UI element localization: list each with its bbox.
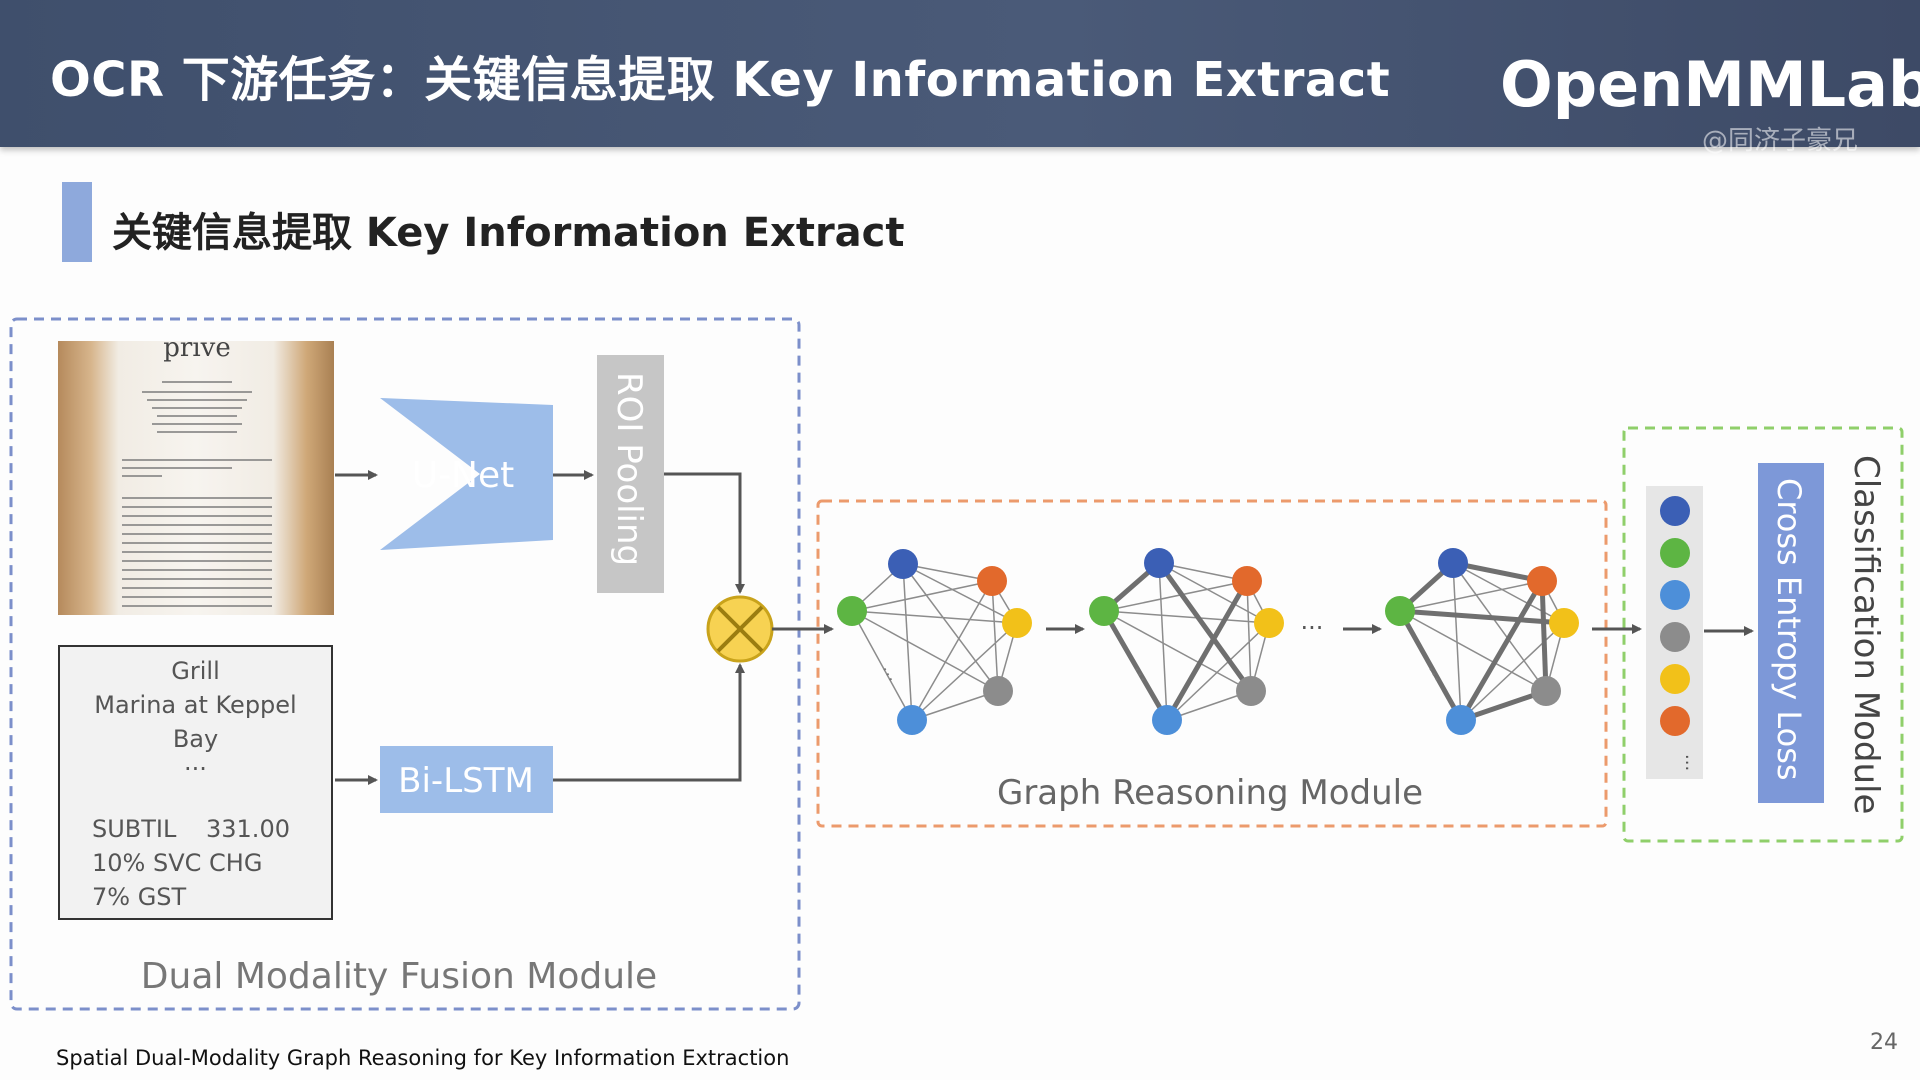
bilstm-block [380,746,553,813]
receipt-brand: prive [163,341,231,363]
receipt-text-line [152,407,242,409]
receipt-text-line [152,423,242,425]
svg-text:···: ··· [874,662,901,687]
receipt-text-line [122,467,232,469]
ocr-svc-line: 10% SVC CHG [92,849,263,877]
unet-label: U-Net [412,455,515,496]
ocr-subtil-label: SUBTIL [92,815,177,843]
receipt-text-line [122,542,272,544]
receipt-text-line [122,587,272,589]
dual-modality-module-label: Dual Modality Fusion Module [141,956,657,997]
ocr-gst-line: 7% GST [92,883,187,911]
receipt-text-line [122,475,162,477]
receipt-text-line [122,506,272,508]
receipt-text-line [122,533,272,535]
receipt-text-line [122,524,272,526]
receipt-text-line [122,551,272,553]
receipt-text-line [157,431,237,433]
watermark: @同济子豪兄 [1702,126,1859,156]
feature-node-yellow [1660,664,1690,694]
feature-node-green [1660,538,1690,568]
roi-pooling-block [597,355,664,593]
receipt-paper: prive [112,341,282,615]
ocr-text-ellipsis: ··· [184,755,207,783]
graph-3: ··· [1385,548,1579,735]
paper-reference: Spatial Dual-Modality Graph Reasoning fo… [56,1046,790,1070]
feature-node-blue [1660,496,1690,526]
ocr-text-line3: Bay [172,725,219,753]
receipt-text-line [122,497,272,499]
receipt-text-line [122,459,272,461]
receipt-text-line [122,515,272,517]
graph-reasoning-module-border [816,499,1608,828]
svg-text:···: ··· [1676,754,1697,771]
feature-node-gray [1660,622,1690,652]
receipt-text-line [122,569,272,571]
dual-modality-module-border [9,317,801,1011]
header-bar: OCR 下游任务：关键信息提取 Key Information Extract … [0,0,1920,156]
feature-node-light-blue [1660,580,1690,610]
section-title: 关键信息提取 Key Information Extract [112,210,905,256]
arrow-roi-to-fusion [664,472,745,594]
receipt-text-line [162,381,232,383]
ocr-text-box: Grill Marina at Keppel Bay ··· SUBTIL 33… [58,645,333,920]
receipt-text-line [142,391,252,393]
classification-module-border [1622,426,1904,843]
receipt-text-line [122,596,272,598]
openmmlab-logo: OpenMMLab [1500,48,1920,121]
arrow-bilstm-to-fusion [553,663,745,782]
ocr-text-line1: Grill [171,657,220,685]
classification-module-label: Classification Module [1846,455,1886,814]
ocr-text-line2: Marina at Keppel [94,691,297,719]
cross-entropy-loss-label: Cross Entropy Loss [1770,478,1808,781]
page-number: 24 [1870,1030,1898,1055]
ocr-subtil-value: 331.00 [206,815,290,843]
graph-ellipsis: ··· [1301,614,1324,642]
receipt-text-line [157,415,237,417]
fusion-operator-icon [706,595,774,663]
bilstm-label: Bi-LSTM [398,761,534,801]
feature-node-orange [1660,706,1690,736]
graph-2: ··· [1089,548,1284,735]
receipt-text-line [122,605,272,607]
receipt-text-line [122,578,272,580]
graph-reasoning-module-label: Graph Reasoning Module [997,773,1423,813]
receipt-text-line [122,560,272,562]
receipt-text-line [147,399,247,401]
section-accent-bar [62,182,92,262]
graph-1: ··· [837,549,1032,735]
roi-pooling-label: ROI Pooling [609,372,649,566]
header-title: OCR 下游任务：关键信息提取 Key Information Extract [50,52,1391,108]
unet-block [380,398,553,550]
receipt-image: prive [58,341,334,615]
cross-entropy-loss-block [1758,463,1824,803]
